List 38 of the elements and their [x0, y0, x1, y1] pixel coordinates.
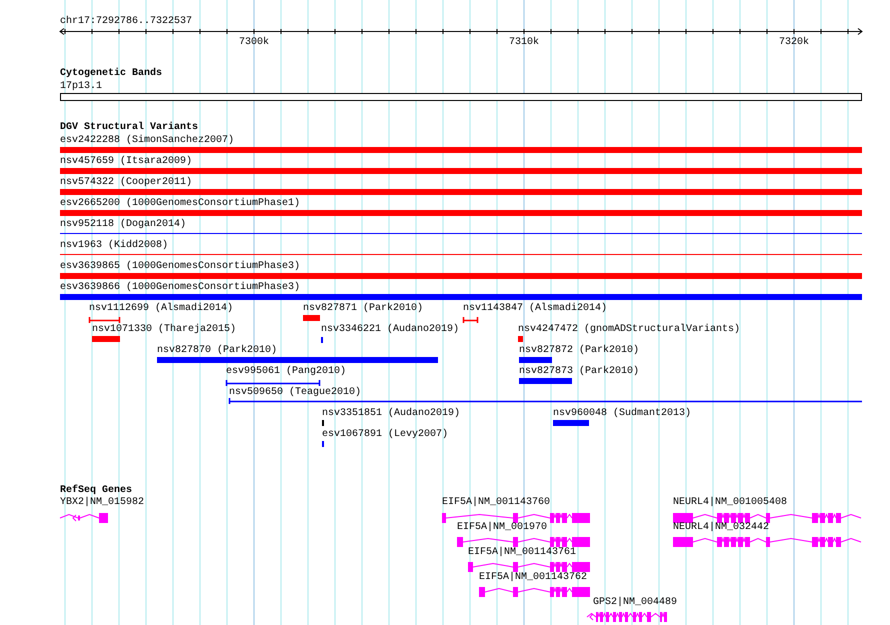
variant-label: nsv1963 (Kidd2008) [60, 240, 168, 251]
variant-label: nsv574322 (Cooper2011) [60, 177, 192, 188]
variant-label: nsv1112699 (Alsmadi2014) [89, 303, 234, 314]
gene-label: NEURL4|NM_032442 [673, 522, 770, 533]
variant-label: nsv3351851 (Audano2019) [322, 408, 460, 419]
variant-label: esv3639865 (1000GenomesConsortiumPhase3) [60, 261, 300, 272]
band-label: 17p13.1 [60, 81, 102, 92]
variant-label: nsv827870 (Park2010) [157, 345, 278, 356]
variant-label: nsv1071330 (Thareja2015) [92, 324, 236, 335]
variant-label: nsv4247472 (gnomADStructuralVariants) [518, 324, 740, 335]
variant-label: nsv457659 (Itsara2009) [60, 156, 192, 167]
variant-label: esv2665200 (1000GenomesConsortiumPhase1) [60, 198, 300, 209]
gene-label: EIF5A|NM_001143761 [468, 547, 576, 558]
gene-label: YBX2|NM_015982 [60, 497, 144, 508]
variant-label: esv2422288 (SimonSanchez2007) [60, 135, 234, 146]
variant-label: esv3639866 (1000GenomesConsortiumPhase3) [60, 282, 300, 293]
chromosome-coordinates: chr17:7292786..7322537 [60, 16, 192, 27]
variant-label: nsv827871 (Park2010) [303, 303, 424, 314]
variant-label: esv1067891 (Levy2007) [322, 429, 448, 440]
gene-label: EIF5A|NM_001143760 [442, 497, 550, 508]
variant-label: nsv960048 (Sudmant2013) [553, 408, 692, 419]
variant-label: nsv1143847 (Alsmadi2014) [463, 303, 608, 314]
axis-tick-label: 7310k [509, 37, 540, 48]
variant-label: nsv952118 (Dogan2014) [60, 219, 186, 230]
variant-label: nsv827873 (Park2010) [519, 366, 640, 377]
gene-label: NEURL4|NM_001005408 [673, 497, 788, 508]
axis-tick-label: 7320k [779, 37, 810, 48]
gene-label: EIF5A|NM_001970 [457, 522, 548, 533]
track-title: DGV Structural Variants [60, 122, 198, 133]
variant-label: nsv827872 (Park2010) [519, 345, 640, 356]
variant-label: nsv509650 (Teague2010) [229, 387, 362, 398]
variant-label: esv995061 (Pang2010) [226, 366, 346, 377]
gene-label: EIF5A|NM_001143762 [479, 572, 588, 583]
track-title: RefSeq Genes [60, 485, 132, 496]
axis-tick-label: 7300k [239, 37, 270, 48]
gene-label: GPS2|NM_004489 [593, 597, 678, 608]
variant-label: nsv3346221 (Audano2019) [321, 324, 460, 335]
track-title: Cytogenetic Bands [60, 68, 162, 79]
